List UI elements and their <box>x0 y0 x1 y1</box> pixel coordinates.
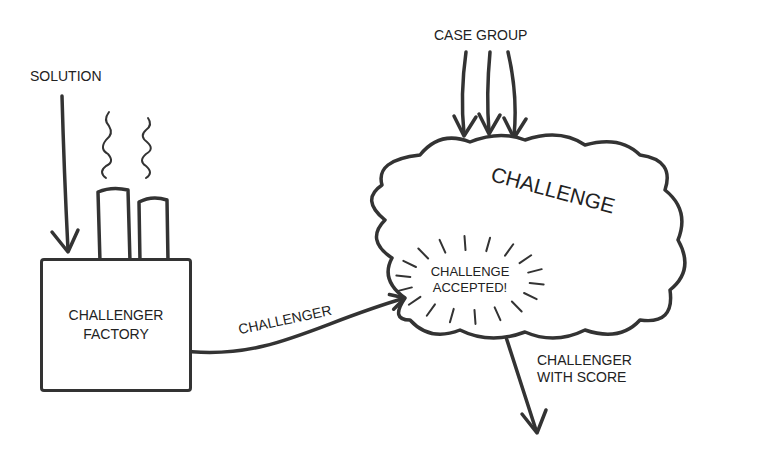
arrowhead <box>522 410 546 433</box>
burst-ray <box>520 255 532 263</box>
output-arrow <box>505 334 536 430</box>
burst-ray <box>440 240 446 253</box>
cloud-outline <box>360 130 690 345</box>
annotation-label: SOLUTION <box>30 68 102 85</box>
factory-box: CHALLENGER FACTORY <box>40 258 192 392</box>
burst-ray <box>427 304 435 315</box>
burst-ray <box>403 261 416 267</box>
burst-ray <box>418 248 428 258</box>
arrowhead <box>52 230 78 252</box>
input-arrow <box>462 52 466 134</box>
burst-ray <box>398 287 412 290</box>
burst-ray <box>524 293 537 299</box>
arrowhead <box>479 114 500 134</box>
burst-ray <box>474 310 475 324</box>
chimney <box>98 188 130 262</box>
burst-ray <box>464 236 465 250</box>
node-title: CHALLENGER FACTORY <box>61 306 171 344</box>
burst-ray <box>530 283 544 284</box>
burst-ray <box>486 238 490 251</box>
burst-ray <box>409 297 421 305</box>
burst-ray <box>512 301 522 311</box>
annotation-label: CHALLENGER WITH SCORE <box>537 352 637 386</box>
input-arrow <box>62 96 68 250</box>
arrowhead <box>454 116 476 136</box>
connector-line <box>192 298 405 353</box>
burst-ray <box>396 276 410 277</box>
input-arrow <box>488 52 490 132</box>
annotation-label: CASE GROUP <box>434 27 527 44</box>
burst-ray <box>495 307 501 320</box>
burst-text: CHALLENGE ACCEPTED! <box>422 264 518 295</box>
smoke <box>142 118 151 178</box>
burst-ray <box>528 269 542 272</box>
challenge-cloud: CHALLENGECHALLENGE ACCEPTED! <box>360 130 690 345</box>
edge-label: CHALLENGER <box>237 302 333 338</box>
input-arrow <box>508 52 515 136</box>
cloud-path <box>372 135 685 338</box>
connector <box>192 295 405 353</box>
burst-ray <box>450 309 454 322</box>
smoke <box>102 112 111 178</box>
burst-ray <box>505 244 513 255</box>
chimney <box>139 198 168 262</box>
